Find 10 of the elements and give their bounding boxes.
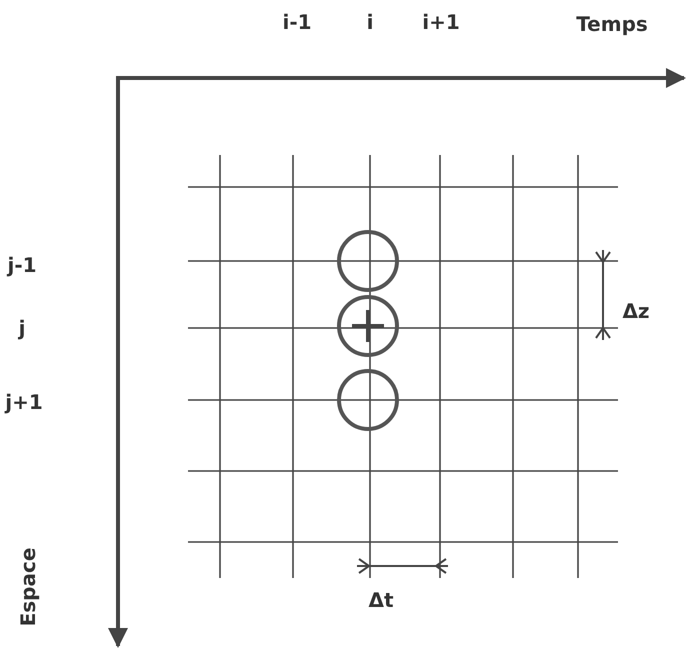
index-label: i+1 [422, 10, 460, 34]
dimension-label: Δz [622, 299, 650, 323]
dimension-label: Δt [368, 588, 394, 612]
index-label: i [366, 10, 374, 34]
index-label: j [18, 316, 26, 340]
index-label: j-1 [7, 253, 37, 277]
index-label: i-1 [282, 10, 312, 34]
index-label: j+1 [5, 390, 43, 414]
axis-label: Temps [576, 12, 648, 36]
axis-label: Espace [16, 548, 40, 626]
